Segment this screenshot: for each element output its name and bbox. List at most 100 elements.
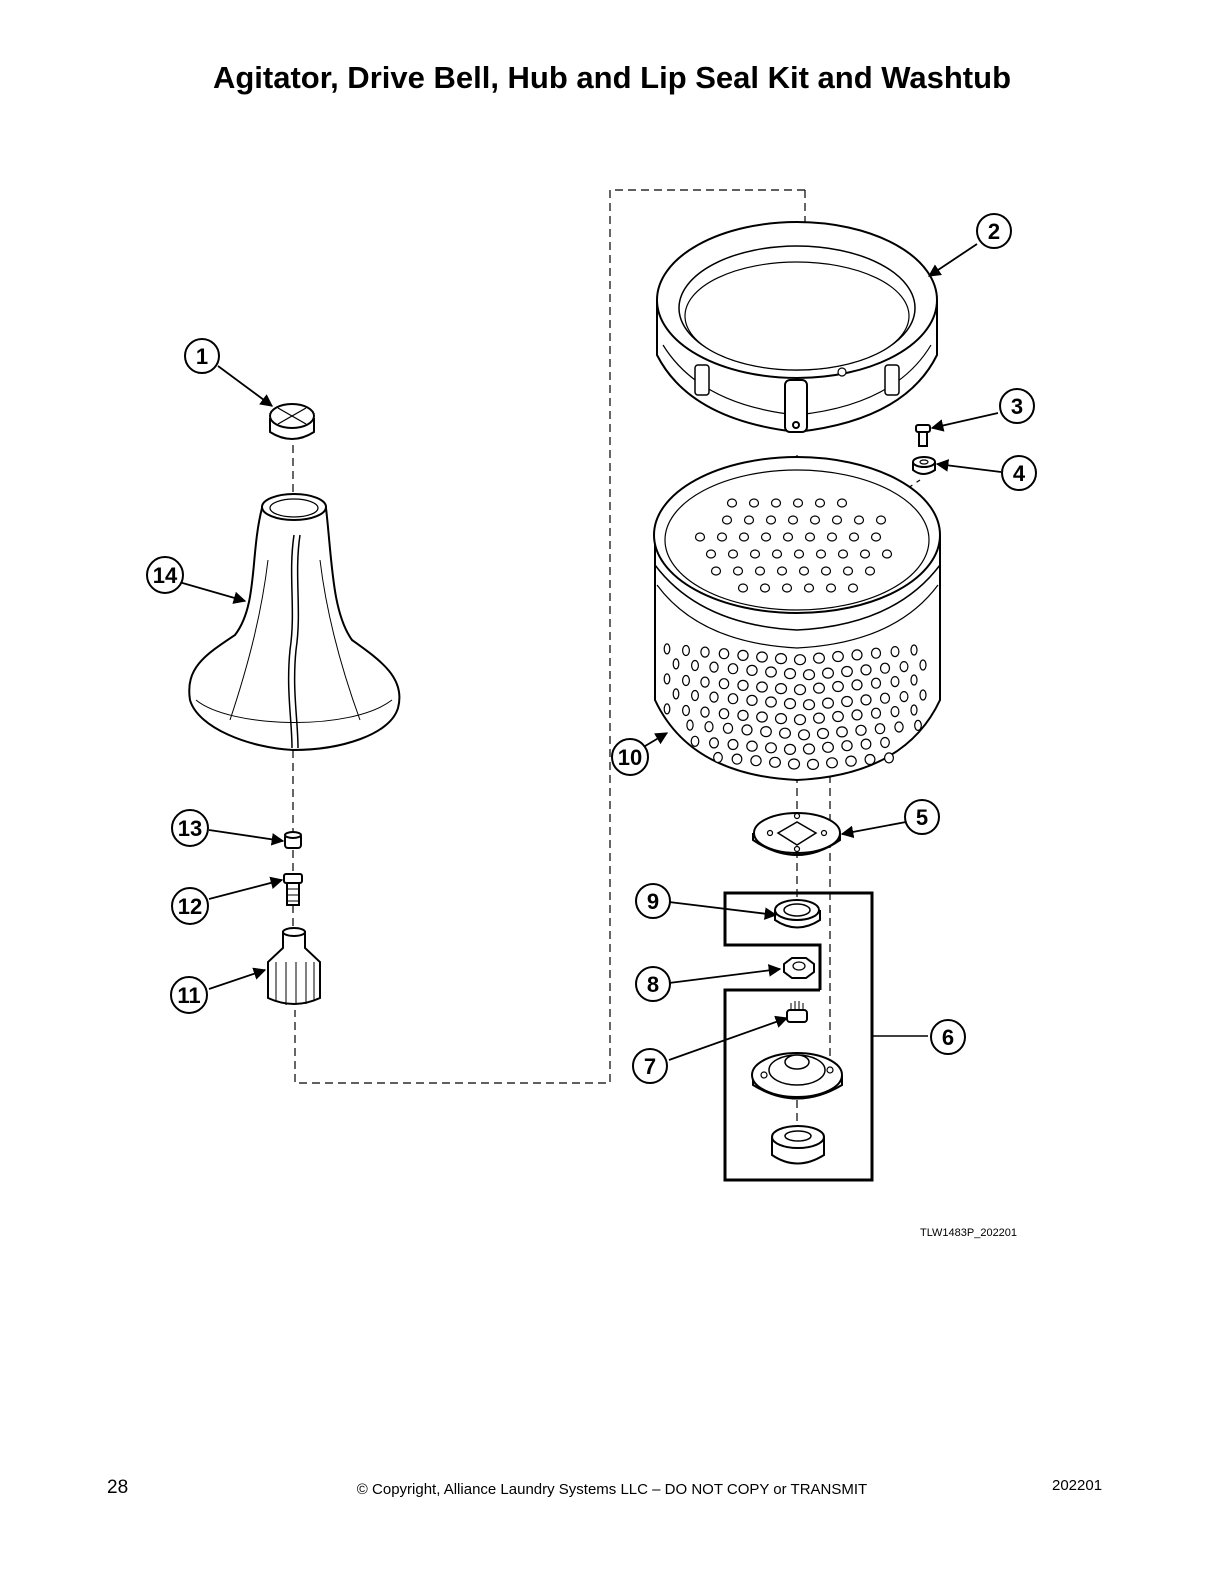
- callouts: 1 2 3 4 5 6 7: [146, 213, 1037, 1084]
- basket-hole: [809, 515, 821, 525]
- agitator-bolt-part: [283, 873, 303, 906]
- basket-hole: [793, 714, 807, 726]
- basket-hole: [771, 549, 783, 559]
- basket-hole: [700, 706, 710, 718]
- basket-hole: [919, 689, 927, 701]
- basket-hole: [793, 684, 807, 696]
- basket-hole: [700, 676, 710, 688]
- basket-hole: [806, 758, 820, 771]
- basket-hole: [663, 643, 671, 655]
- basket-hole: [746, 694, 758, 707]
- basket-hole: [737, 679, 749, 692]
- leader-arrows: [178, 243, 1002, 1061]
- basket-hole: [832, 710, 844, 723]
- basket-hole: [812, 682, 825, 694]
- basket-hole: [821, 667, 834, 679]
- basket-hole: [781, 583, 793, 593]
- basket-hole: [690, 735, 700, 747]
- basket-hole: [737, 709, 749, 722]
- basket-hole: [851, 649, 863, 661]
- basket-hole: [812, 652, 825, 664]
- basket-hole: [845, 755, 857, 767]
- basket-hole: [732, 566, 744, 576]
- basket-hole: [820, 566, 832, 576]
- basket-hole: [737, 583, 749, 593]
- basket-hole: [792, 498, 804, 508]
- svg-text:14: 14: [153, 563, 178, 588]
- svg-text:2: 2: [988, 219, 1000, 244]
- copyright-notice: © Copyright, Alliance Laundry Systems LL…: [356, 1481, 868, 1498]
- basket-hole: [756, 651, 768, 663]
- basket-hole: [816, 727, 830, 740]
- basket-hole: [748, 498, 760, 508]
- basket-hole: [832, 680, 844, 693]
- basket-hole: [814, 498, 826, 508]
- basket-hole: [741, 724, 753, 736]
- basket-hole: [826, 532, 838, 542]
- basket-hole: [713, 751, 723, 764]
- basket-hole: [890, 705, 900, 718]
- basket-hole: [841, 740, 853, 752]
- basket-hole: [870, 677, 882, 689]
- basket-hole: [783, 697, 797, 710]
- basket-hole: [804, 532, 816, 542]
- basket-hole: [910, 644, 918, 656]
- agitator-cap-part: [269, 403, 315, 440]
- basket-hole: [743, 515, 755, 525]
- basket-hole: [749, 549, 761, 559]
- basket-hole: [708, 737, 719, 749]
- basket-hole: [721, 515, 733, 525]
- basket-hole: [770, 498, 782, 508]
- basket-hole: [853, 515, 865, 525]
- basket-hole: [875, 515, 887, 525]
- basket-hole: [803, 583, 815, 593]
- basket-hole: [793, 549, 805, 559]
- basket-hole: [754, 566, 766, 576]
- basket-hole: [760, 532, 772, 542]
- basket-hole: [727, 738, 739, 751]
- washer-part: [912, 456, 936, 475]
- basket-hole: [716, 532, 728, 542]
- basket-hole: [864, 566, 876, 576]
- basket-hole: [663, 703, 671, 715]
- basket-hole: [764, 742, 777, 754]
- basket-hole: [860, 664, 872, 676]
- basket-hole: [890, 675, 900, 688]
- basket-hole: [672, 658, 680, 670]
- basket-hole: [859, 549, 871, 559]
- basket-hole: [831, 515, 843, 525]
- basket-hole: [802, 743, 816, 755]
- svg-text:12: 12: [178, 894, 202, 919]
- basket-hole: [663, 673, 671, 685]
- basket-hole: [750, 755, 762, 767]
- basket-hole: [681, 674, 690, 687]
- basket-hole: [765, 515, 777, 525]
- basket-hole: [899, 690, 909, 703]
- spline-bearing-part: [786, 1001, 808, 1023]
- basket-hole: [864, 753, 876, 766]
- basket-hole: [756, 711, 768, 723]
- basket-hole: [836, 498, 848, 508]
- basket-hole: [690, 689, 699, 702]
- basket-hole: [759, 583, 771, 593]
- basket-hole: [718, 648, 730, 660]
- basket-hole: [821, 741, 834, 753]
- agitator-spacer-part: [284, 831, 302, 849]
- basket-hole: [879, 692, 891, 704]
- svg-text:7: 7: [644, 1054, 656, 1079]
- basket-hole: [700, 646, 710, 658]
- basket-hole: [841, 695, 853, 708]
- basket-hole: [765, 696, 777, 708]
- basket-hole: [874, 723, 886, 735]
- basket-hole: [787, 515, 799, 525]
- basket-hole: [919, 659, 927, 671]
- drawing-reference: TLW1483P_202201: [920, 1227, 1018, 1239]
- basket-hole: [841, 665, 853, 678]
- hub-part: [751, 1052, 843, 1100]
- basket-hole: [709, 661, 719, 673]
- basket-hole: [774, 652, 788, 665]
- svg-text:10: 10: [618, 745, 642, 770]
- tub-ring-part: [656, 221, 938, 434]
- basket-hole: [798, 566, 810, 576]
- basket-hole: [860, 694, 872, 706]
